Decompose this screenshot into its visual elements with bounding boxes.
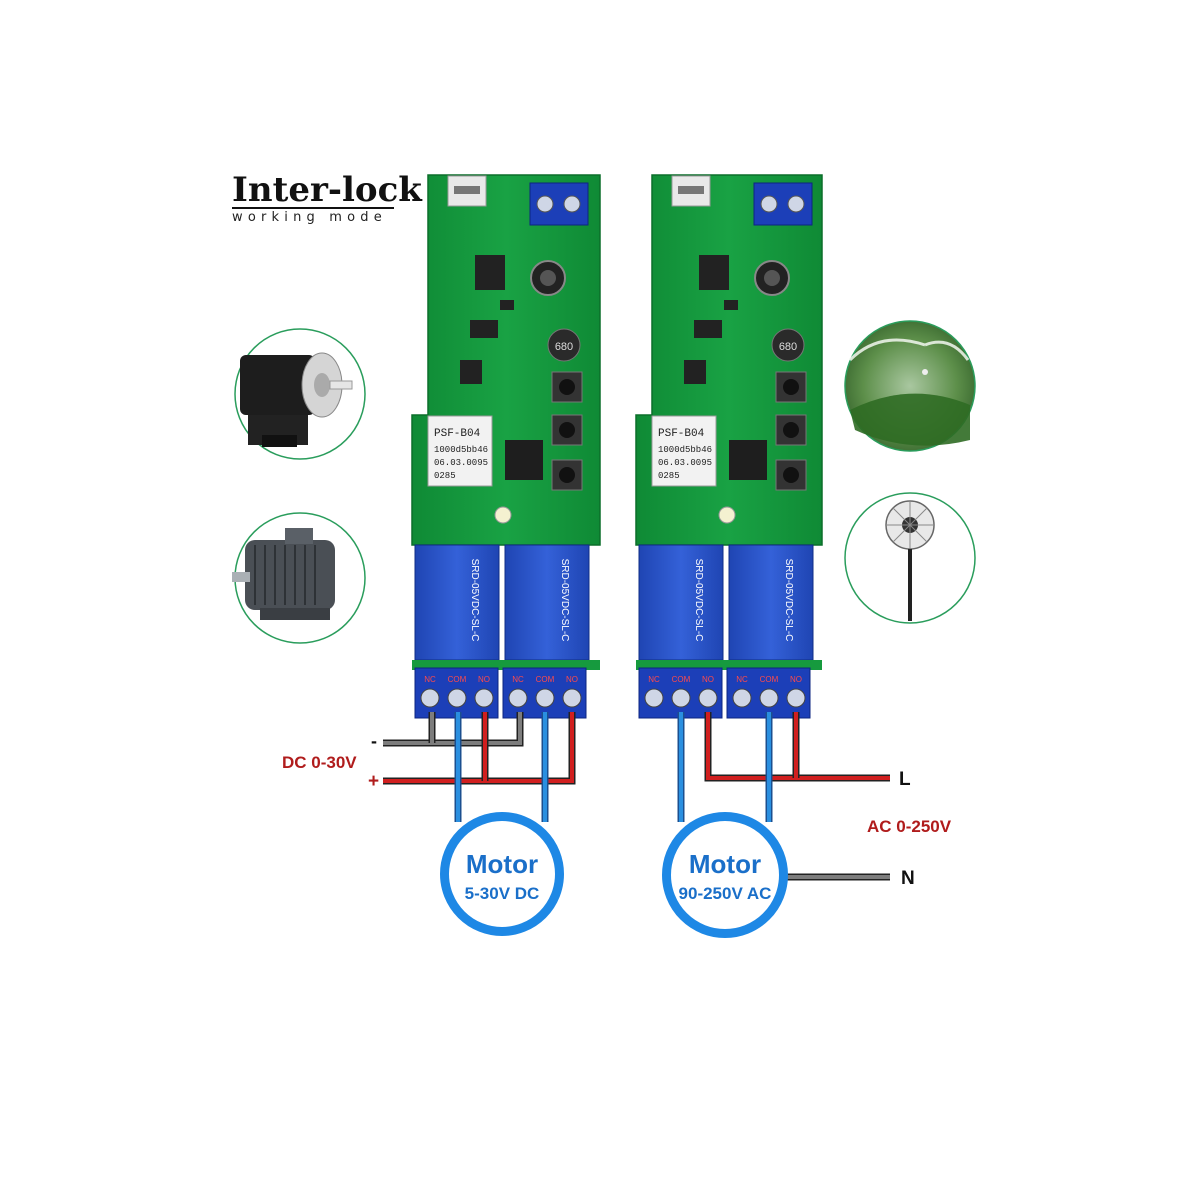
terminal-no: NO <box>702 675 714 684</box>
right-terminal-block-1: NC COM NO <box>638 667 723 719</box>
module-date: 06.03.0095 <box>658 458 712 468</box>
dc-supply-label: DC 0-30V <box>282 753 357 772</box>
left-motor-rating: 5-30V DC <box>464 884 540 903</box>
terminal-com: COM <box>536 675 555 684</box>
right-motor-rating: 90-250V AC <box>678 884 772 903</box>
right-board: 680 PSF-B04 1000d5bb46 06.03.0095 0285 S… <box>635 174 823 719</box>
module-label: PSF-B04 <box>658 428 705 440</box>
left-board: 680 PSF-B04 1000d5bb46 06.03.0095 0285 S… <box>411 174 601 719</box>
left-terminal-block-2: NC COM NO <box>502 667 587 719</box>
left-motor-title: Motor <box>465 849 539 879</box>
dc-motor-icon <box>234 328 366 460</box>
terminal-com: COM <box>448 675 467 684</box>
module-label: PSF-B04 <box>434 428 481 440</box>
module-id: 1000d5bb46 <box>658 445 712 455</box>
module-code: 0285 <box>434 471 456 481</box>
inductor <box>547 328 581 362</box>
relay-model: SRD-05VDC-SL-C <box>559 559 570 642</box>
right-motor-title: Motor <box>688 849 762 879</box>
left-motor: Motor 5-30V DC <box>440 812 564 936</box>
left-terminal-block-1: NC COM NO <box>414 667 499 719</box>
terminal-nc: NC <box>648 675 660 684</box>
right-wiring <box>677 712 890 881</box>
terminal-no: NO <box>478 675 490 684</box>
diagram-title: Inter-lock <box>232 170 422 210</box>
relay-model: SRD-05VDC-SL-C <box>469 559 480 642</box>
ac-supply-label: AC 0-250V <box>867 817 952 836</box>
tact-buttons <box>551 371 583 491</box>
inductor-label: 680 <box>555 341 573 353</box>
right-terminal-block-2: NC COM NO <box>726 667 811 719</box>
left-wiring <box>383 712 576 822</box>
diagram-subtitle: working mode <box>232 210 387 225</box>
module-date: 06.03.0095 <box>434 458 488 468</box>
right-relay-2: SRD-05VDC-SL-C <box>728 544 814 661</box>
terminal-nc: NC <box>512 675 524 684</box>
terminal-com: COM <box>760 675 779 684</box>
fan-icon <box>844 492 976 624</box>
neutral-label: N <box>901 868 915 889</box>
relay-model: SRD-05VDC-SL-C <box>693 559 704 642</box>
inductor-label: 680 <box>779 341 797 353</box>
terminal-no: NO <box>790 675 802 684</box>
relay-model: SRD-05VDC-SL-C <box>783 559 794 642</box>
title-underline <box>232 207 394 209</box>
left-relay-2: SRD-05VDC-SL-C <box>504 544 590 661</box>
right-relay-1: SRD-05VDC-SL-C <box>638 544 724 661</box>
plus-label: + <box>368 771 380 792</box>
terminal-no: NO <box>566 675 578 684</box>
module-id: 1000d5bb46 <box>434 445 488 455</box>
terminal-nc: NC <box>424 675 436 684</box>
wifi-module <box>427 415 493 487</box>
induction-motor-icon <box>232 512 366 644</box>
status-led <box>494 506 512 524</box>
sprinkler-icon <box>844 320 976 452</box>
terminal-nc: NC <box>736 675 748 684</box>
minus-label: - <box>371 731 377 751</box>
module-code: 0285 <box>658 471 680 481</box>
right-motor: Motor 90-250V AC <box>662 812 788 938</box>
live-label: L <box>899 769 911 790</box>
left-relay-1: SRD-05VDC-SL-C <box>414 544 500 661</box>
terminal-com: COM <box>672 675 691 684</box>
